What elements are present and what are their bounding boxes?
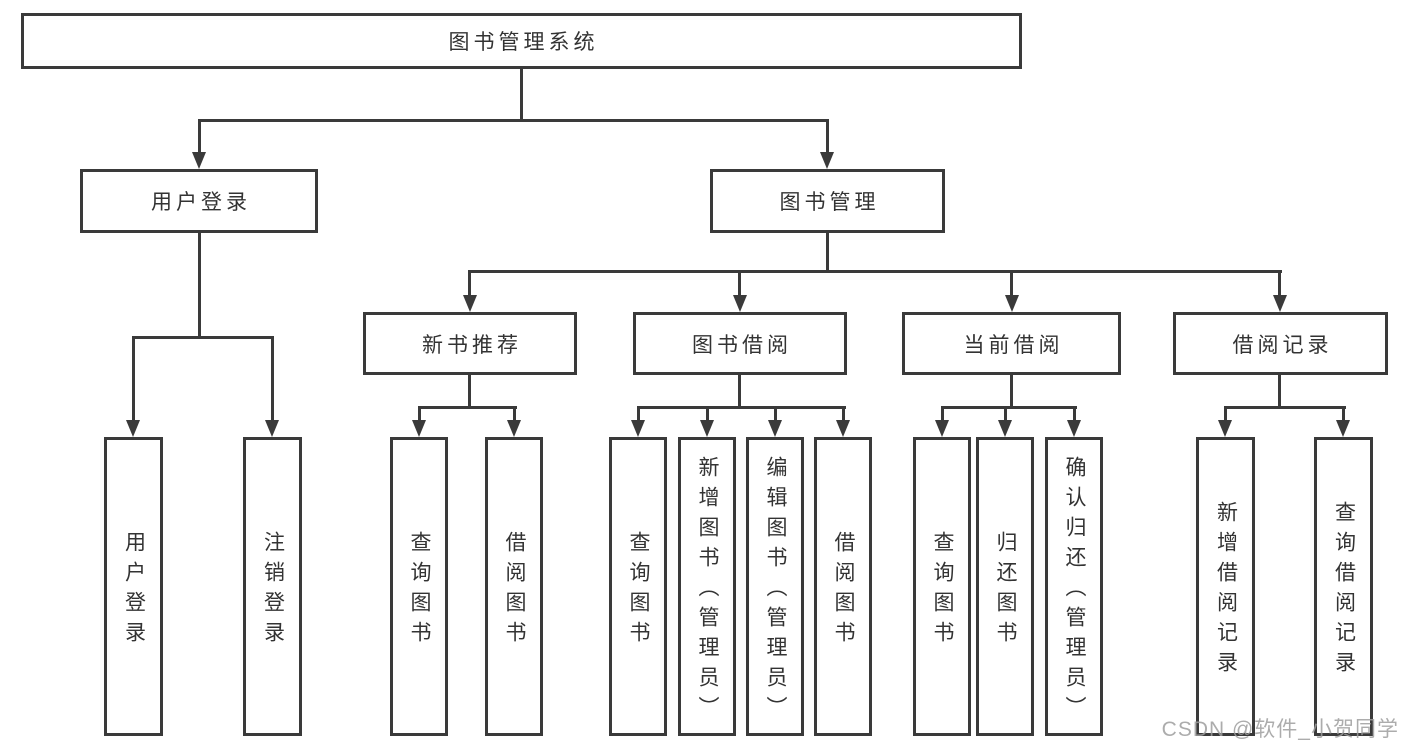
arrow-down-icon [507,420,521,437]
connector-line [198,119,201,154]
leaf-query-books-current: 查询图书 [913,437,971,736]
leaf-label: 注销登录 [261,531,285,651]
arrow-down-icon [1273,295,1287,312]
connector-line [1342,406,1345,422]
leaf-edit-books-admin: 编辑图书（管理员） [746,437,804,736]
connector-line [418,406,421,422]
leaf-label: 借阅图书 [832,531,855,651]
node-borrowing-records: 借阅记录 [1173,312,1388,375]
connector-line [198,119,829,122]
arrow-down-icon [126,420,140,437]
connector-line [132,336,135,421]
node-book-borrowing: 图书借阅 [633,312,847,375]
leaf-borrow-books-borrowing: 借阅图书 [814,437,872,736]
leaf-label: 确认归还（管理员） [1063,456,1086,726]
connector-line [1073,406,1076,422]
leaf-label: 新增图书（管理员） [696,456,719,726]
connector-line [637,406,846,409]
leaf-query-books-borrowing: 查询图书 [609,437,667,736]
leaf-label: 查询借阅记录 [1332,501,1356,681]
arrow-down-icon [1005,295,1019,312]
leaf-query-books-newbook: 查询图书 [390,437,448,736]
node-user-login: 用户登录 [80,169,318,233]
arrow-down-icon [935,420,949,437]
node-current-borrowing: 当前借阅 [902,312,1121,375]
arrow-down-icon [265,420,279,437]
connector-line [1010,270,1013,297]
leaf-label: 用户登录 [122,531,146,651]
connector-line [1010,375,1013,409]
leaf-label: 查询图书 [408,531,431,651]
node-label: 新书推荐 [422,333,522,357]
node-library-management-system: 图书管理系统 [21,13,1022,69]
leaf-user-login: 用户登录 [104,437,163,736]
leaf-return-books: 归还图书 [976,437,1034,736]
arrow-down-icon [836,420,850,437]
connector-line [1278,375,1281,409]
connector-line [1278,270,1281,297]
node-label: 借阅记录 [1232,333,1333,357]
connector-line [198,233,201,339]
connector-line [826,233,829,273]
leaf-label: 借阅图书 [503,531,526,651]
leaf-label: 查询图书 [627,531,650,651]
arrow-down-icon [463,295,477,312]
leaf-query-borrow-record: 查询借阅记录 [1314,437,1373,736]
arrow-down-icon [768,420,782,437]
connector-line [941,406,944,422]
leaf-add-books-admin: 新增图书（管理员） [678,437,736,736]
connector-line [132,336,274,339]
connector-line [1224,406,1227,422]
node-label: 图书管理 [779,191,880,214]
arrow-down-icon [733,295,747,312]
connector-line [513,406,516,422]
arrow-down-icon [412,420,426,437]
connector-line [271,336,274,421]
arrow-down-icon [1336,420,1350,437]
connector-line [941,406,1077,409]
node-label: 用户登录 [151,191,251,214]
connector-line [738,375,741,409]
arrow-down-icon [820,152,834,169]
leaf-label: 编辑图书（管理员） [764,456,787,726]
arrow-down-icon [1067,420,1081,437]
connector-line [842,406,845,422]
node-label: 图书管理系统 [448,31,599,54]
node-new-book-recommendation: 新书推荐 [363,312,577,375]
connector-line [468,270,1282,273]
connector-line [1004,406,1007,422]
arrow-down-icon [192,152,206,169]
csdn-watermark: CSDN @软件_小贺同学 [1161,718,1399,741]
connector-line [468,375,471,409]
leaf-label: 查询图书 [931,531,954,651]
leaf-borrow-books-newbook: 借阅图书 [485,437,543,736]
node-label: 图书借阅 [692,333,792,357]
arrow-down-icon [998,420,1012,437]
leaf-label: 归还图书 [994,531,1017,651]
arrow-down-icon [631,420,645,437]
leaf-add-borrow-record: 新增借阅记录 [1196,437,1255,736]
connector-line [418,406,517,409]
connector-line [774,406,777,422]
node-label: 当前借阅 [963,333,1064,357]
connector-line [738,270,741,297]
arrow-down-icon [700,420,714,437]
leaf-logout: 注销登录 [243,437,302,736]
connector-line [637,406,640,422]
connector-line [1224,406,1346,409]
connector-line [520,69,523,120]
connector-line [826,119,829,154]
node-book-management: 图书管理 [710,169,945,233]
connector-line [706,406,709,422]
leaf-label: 新增借阅记录 [1214,501,1238,681]
connector-line [468,270,471,297]
arrow-down-icon [1218,420,1232,437]
leaf-confirm-return-admin: 确认归还（管理员） [1045,437,1103,736]
